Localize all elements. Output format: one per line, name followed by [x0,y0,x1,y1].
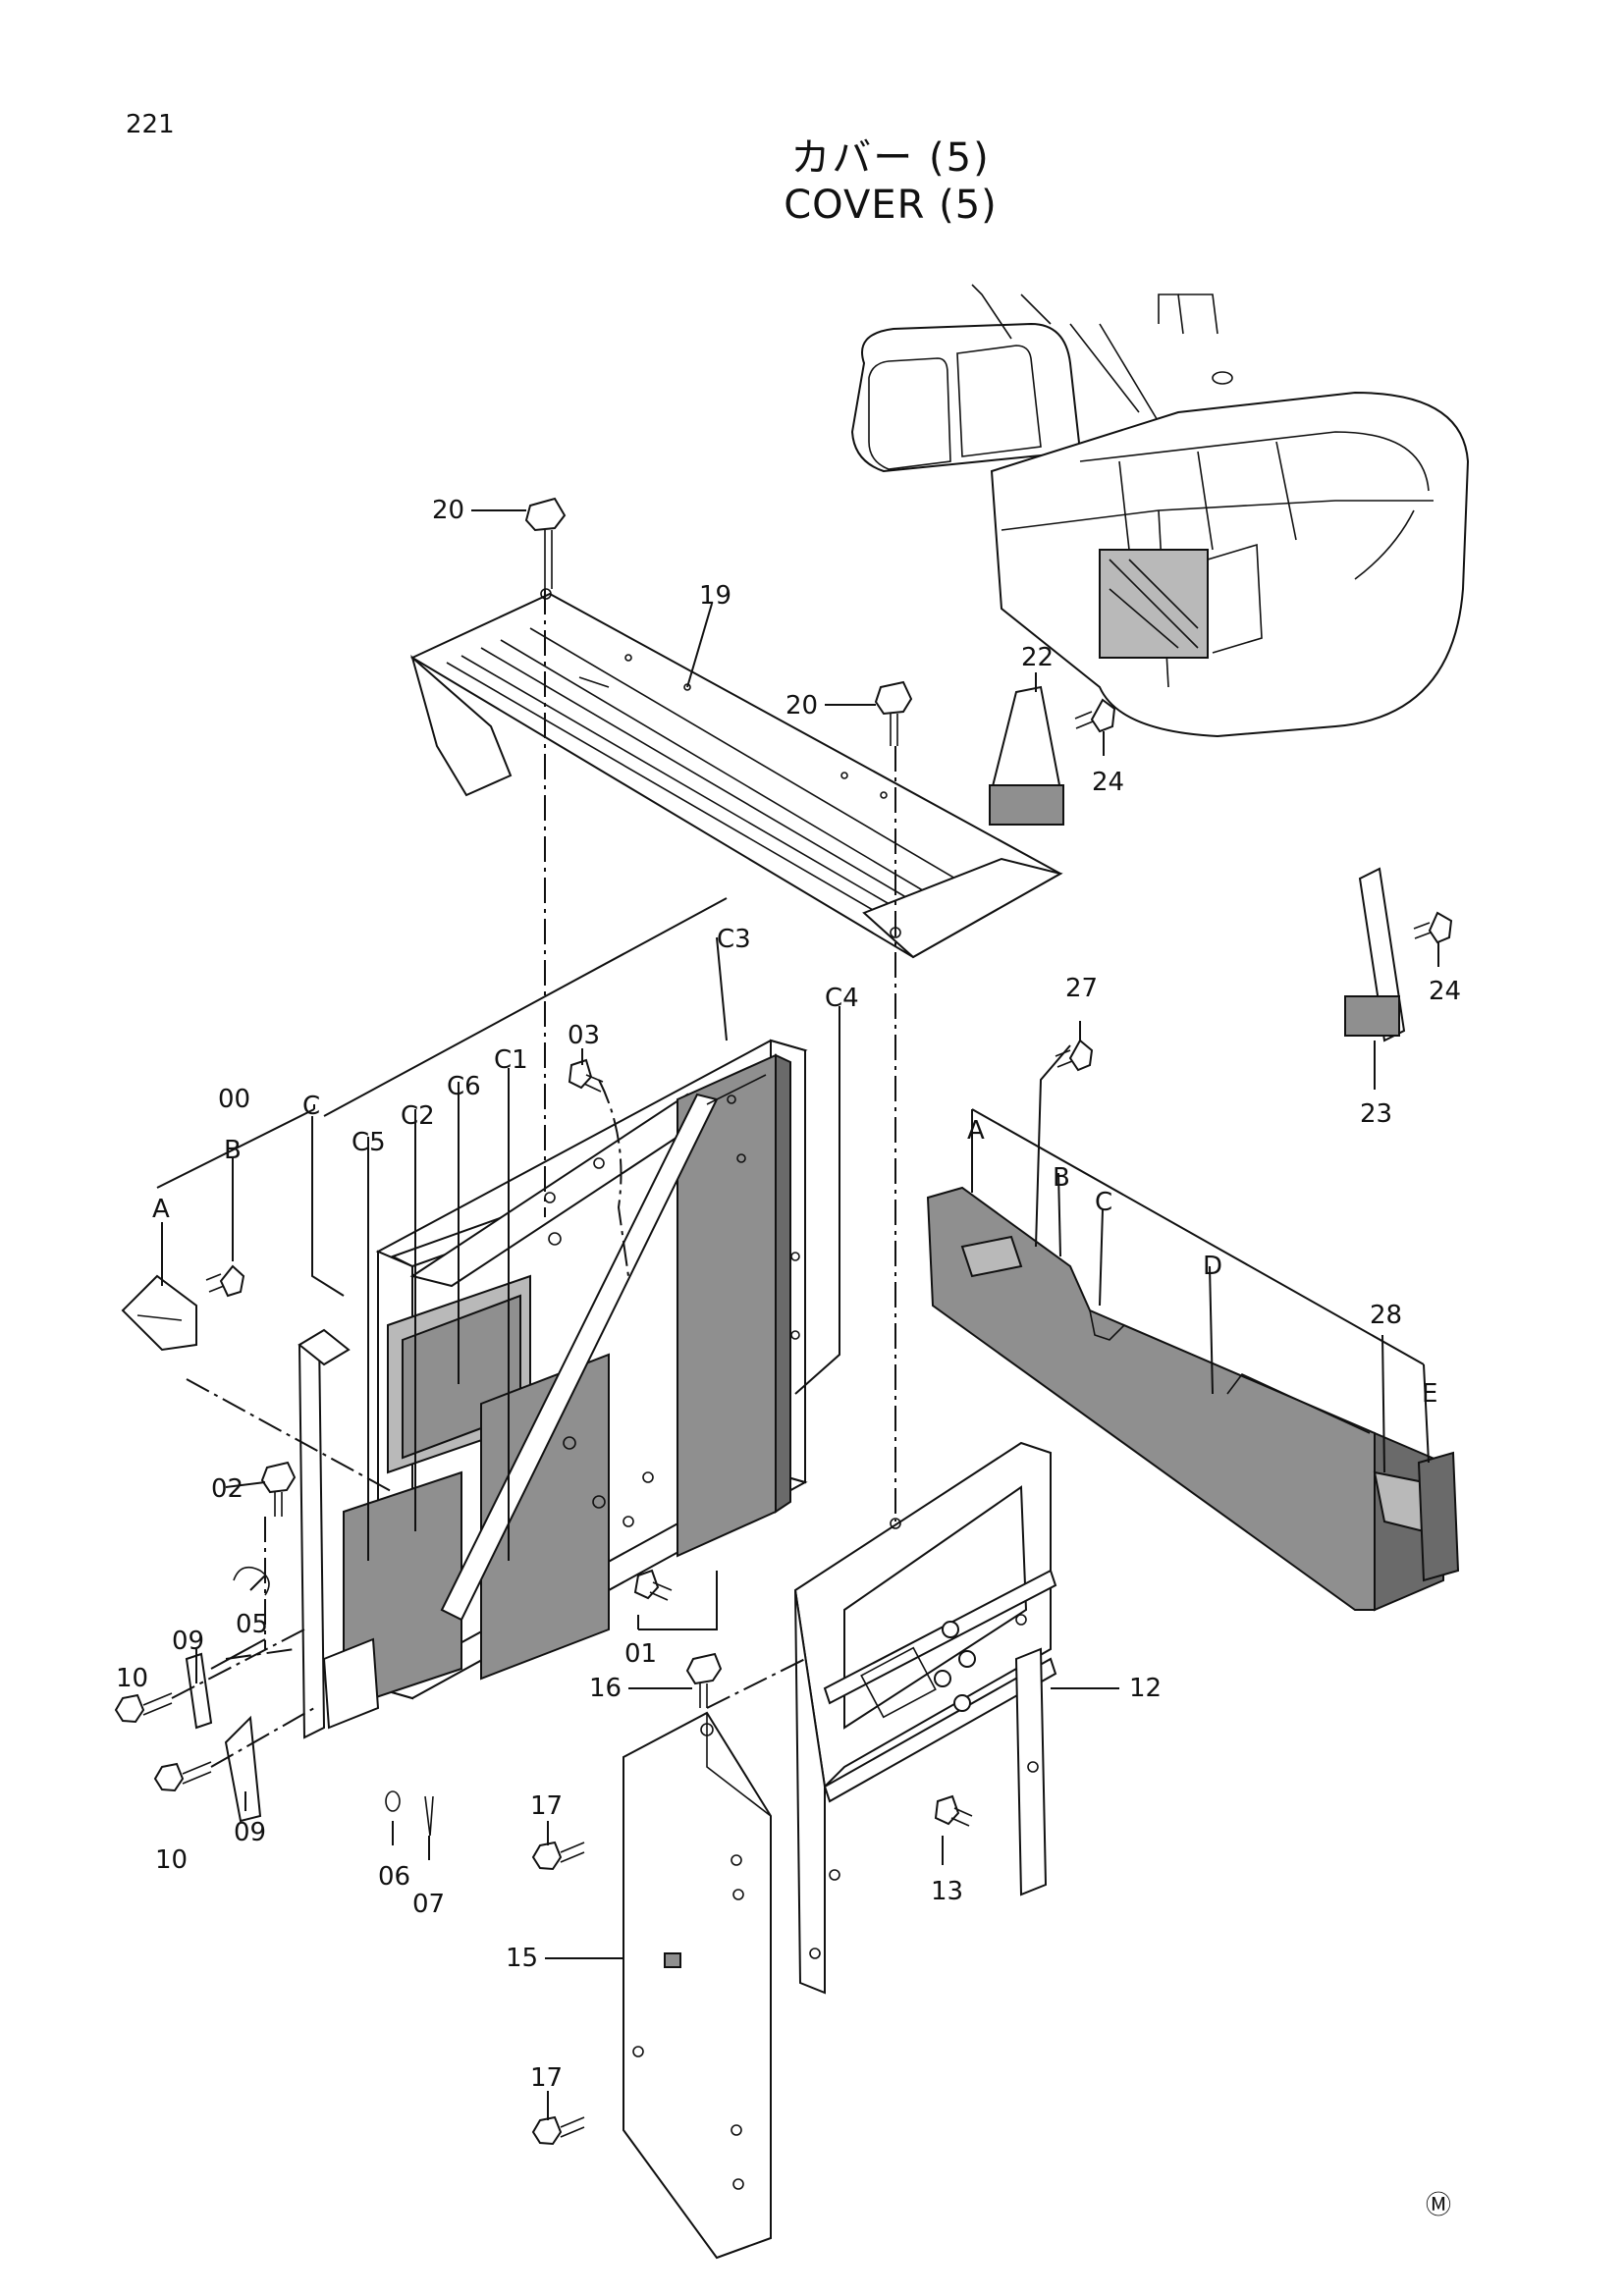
publisher-mark: Ⓜ [1426,2191,1452,2220]
seal-strip-28 [926,1186,1460,1612]
label-05: 05 [236,1610,268,1639]
label-09a: 09 [172,1627,204,1656]
label-A-left: A [152,1195,170,1224]
label-17b: 17 [530,2063,563,2093]
side-panel-15 [623,1711,772,2260]
label-20b: 20 [785,691,818,721]
label-C6: C6 [447,1072,481,1101]
label-D: D [1203,1252,1222,1281]
bolts [114,497,1453,2146]
label-07: 07 [412,1890,445,1919]
label-A-right: A [967,1116,985,1146]
assembly-lines [171,589,896,1768]
label-06: 06 [378,1862,410,1892]
excavator-overview-illustration [850,284,1470,738]
bracket-22 [989,685,1064,826]
label-16: 16 [589,1674,622,1703]
top-cover-19 [409,588,1063,959]
label-27: 27 [1065,974,1098,1003]
label-B-right: B [1053,1163,1070,1193]
leader-lines [156,509,1439,2120]
part-labels: 20 19 20 22 24 24 23 27 A B C D 28 E C3 … [116,496,1461,2093]
label-23: 23 [1360,1099,1392,1129]
radiator-frame-assembly [298,1039,808,1739]
label-C1: C1 [494,1045,528,1075]
label-22: 22 [1021,643,1054,672]
label-24a: 24 [1092,768,1124,797]
label-19: 19 [699,581,731,611]
side-plate-12 [793,1441,1057,1995]
label-E: E [1422,1379,1437,1409]
label-C4: C4 [825,984,859,1013]
label-01: 01 [624,1639,657,1669]
label-03: 03 [568,1021,600,1050]
label-B-left: B [224,1136,242,1165]
label-20a: 20 [432,496,464,525]
page-title-english: COVER (5) [784,183,998,228]
label-13: 13 [931,1877,963,1906]
label-C2: C2 [401,1101,435,1131]
label-10b: 10 [155,1845,188,1875]
label-00: 00 [218,1085,250,1114]
label-C-left: C [302,1092,320,1121]
label-10a: 10 [116,1664,148,1693]
label-C5: C5 [352,1128,386,1157]
label-09b: 09 [234,1818,266,1847]
label-C3: C3 [717,925,751,954]
page-number: 221 [126,110,175,139]
label-02: 02 [211,1474,244,1504]
label-28: 28 [1370,1301,1402,1330]
label-17a: 17 [530,1791,563,1821]
page-title-japanese: カバー (5) [790,135,991,181]
label-C-right: C [1095,1188,1112,1217]
label-12: 12 [1129,1674,1162,1703]
label-15: 15 [506,1944,538,1973]
bracket-23 [1344,867,1406,1042]
label-24b: 24 [1429,977,1461,1006]
